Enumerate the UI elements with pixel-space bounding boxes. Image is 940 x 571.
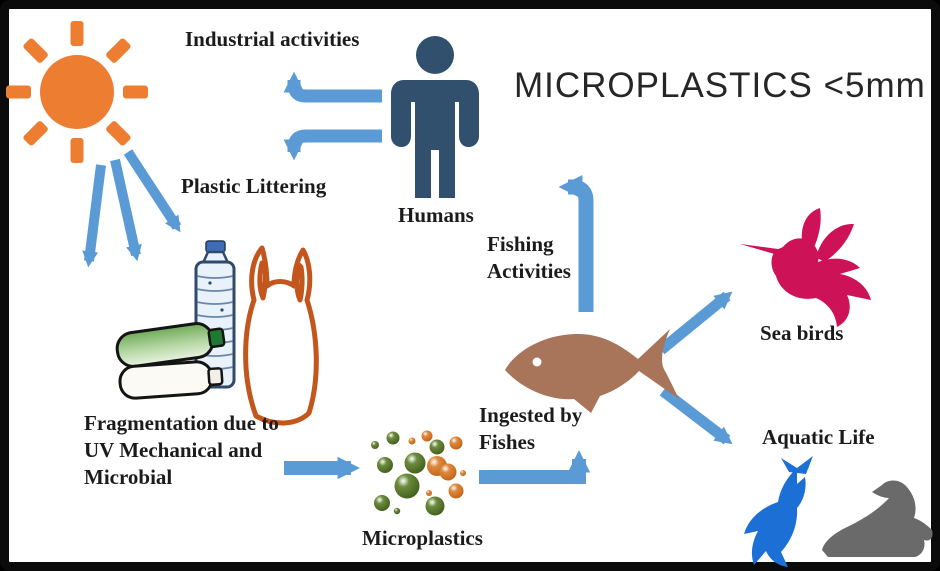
arrow-ingested-by-fishes bbox=[479, 450, 591, 484]
label-industrial-activities: Industrial activities bbox=[185, 27, 360, 51]
uv-ray-arrows bbox=[82, 149, 182, 268]
dolphin-icon bbox=[744, 456, 813, 567]
label-fragmentation: Fragmentation due to UV Mechanical and M… bbox=[84, 411, 279, 489]
label-sea-birds: Sea birds bbox=[760, 321, 844, 345]
white-bottle-icon bbox=[118, 360, 224, 400]
green-bottle-icon bbox=[115, 322, 226, 368]
human-output-arrows bbox=[283, 71, 382, 161]
plastic-bag-icon bbox=[243, 245, 319, 426]
label-humans: Humans bbox=[398, 203, 474, 227]
human-icon bbox=[391, 36, 479, 198]
arrow-fishing-activities bbox=[558, 174, 594, 312]
arrow-to-aquatic-life bbox=[659, 386, 733, 445]
arrow-to-industrial-activities bbox=[283, 71, 382, 103]
fish-icon bbox=[505, 329, 679, 413]
label-microplastics: Microplastics bbox=[362, 526, 483, 550]
seal-icon bbox=[822, 480, 933, 557]
label-ingested-by-fishes: Ingested by Fishes bbox=[479, 403, 583, 454]
page-title: MICROPLASTICS <5mm bbox=[514, 66, 926, 105]
label-fishing-activities: Fishing Activities bbox=[487, 232, 571, 283]
microplastics-cluster-icon bbox=[371, 430, 466, 516]
hummingbird-icon bbox=[740, 208, 871, 327]
arrow-to-plastic-littering bbox=[283, 129, 382, 161]
label-aquatic-life: Aquatic Life bbox=[762, 425, 875, 449]
sun-icon bbox=[6, 21, 148, 163]
arrow-to-sea-birds bbox=[657, 291, 733, 355]
label-plastic-littering: Plastic Littering bbox=[181, 174, 327, 198]
